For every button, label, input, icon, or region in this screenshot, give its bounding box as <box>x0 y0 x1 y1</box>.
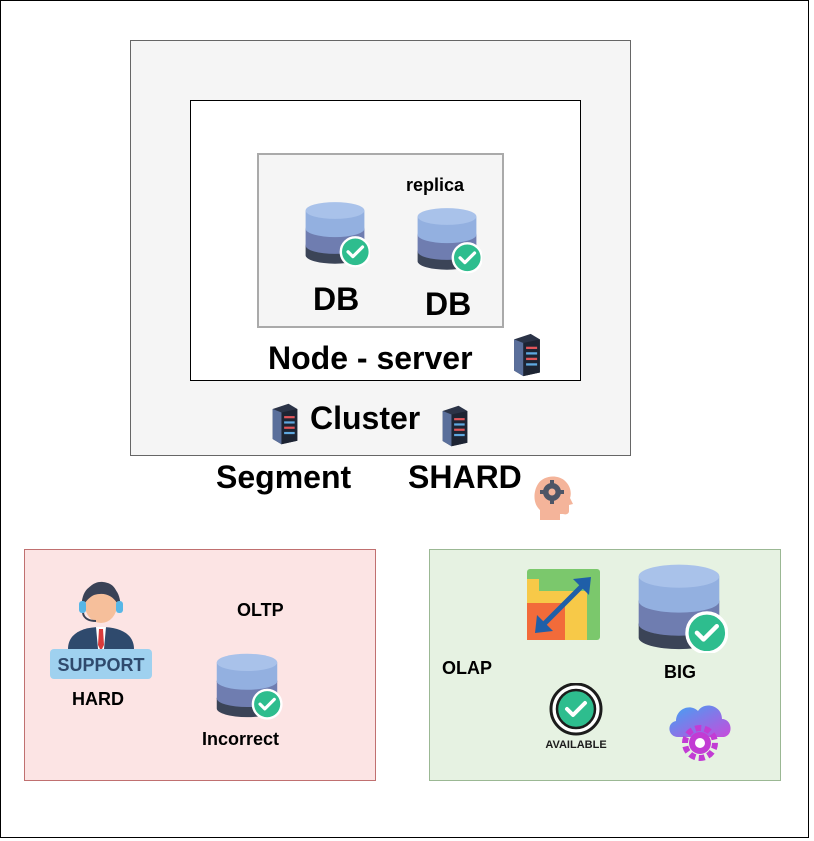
server-rack-icon <box>442 405 468 447</box>
database-check-icon <box>216 653 283 720</box>
database-check-icon <box>305 202 370 268</box>
shard-label: SHARD <box>408 459 522 495</box>
replica-label: replica <box>406 175 465 195</box>
scale-arrows-icon <box>527 569 600 640</box>
big-label: BIG <box>664 662 697 682</box>
database-check-icon <box>417 208 482 274</box>
database-check-icon <box>638 564 728 653</box>
server-rack-icon <box>272 403 298 445</box>
node-server-label: Node - server <box>268 340 473 376</box>
db-replica-label: DB <box>425 286 472 322</box>
db-primary-label: DB <box>313 281 360 317</box>
olap-panel <box>429 549 781 781</box>
support-badge-text: SUPPORT <box>57 655 144 675</box>
cloud-gear-icon <box>669 705 731 761</box>
available-badge-icon: AVAILABLE <box>545 683 607 751</box>
hard-label: HARD <box>72 689 124 709</box>
available-badge-text: AVAILABLE <box>545 739 606 751</box>
head-gear-icon <box>534 476 573 520</box>
server-rack-icon <box>514 333 540 377</box>
oltp-label: OLTP <box>237 600 284 620</box>
olap-label: OLAP <box>442 658 493 678</box>
support-agent-icon: SUPPORT <box>50 581 152 679</box>
incorrect-label: Incorrect <box>202 729 280 749</box>
segment-label: Segment <box>216 459 352 495</box>
cluster-label: Cluster <box>310 400 421 436</box>
